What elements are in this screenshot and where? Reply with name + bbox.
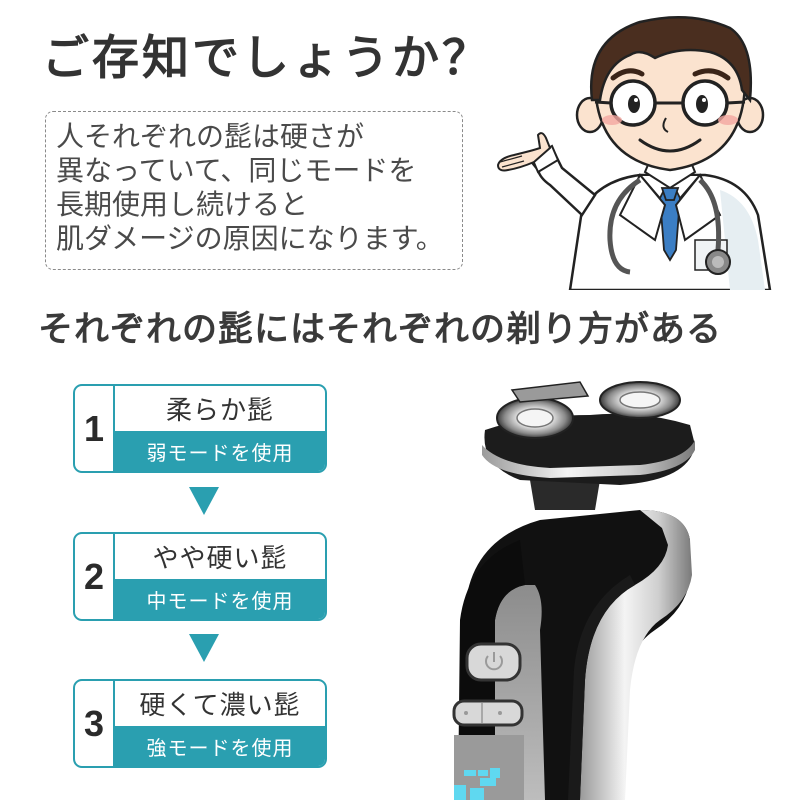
beard-type-label: やや硬い髭 bbox=[152, 544, 288, 574]
doctor-illustration bbox=[496, 15, 772, 290]
page-title: ご存知でしょうか？ bbox=[42, 31, 492, 86]
step-number: 3 bbox=[75, 681, 115, 766]
mode-label: 強モードを使用 bbox=[115, 726, 325, 766]
electric-shaver-image bbox=[452, 381, 695, 800]
beard-type-label: 柔らか髭 bbox=[165, 396, 274, 426]
info-callout-box: 人それぞれの髭は硬さが 異なっていて、同じモードを 長期使用し続けると 肌ダメー… bbox=[45, 111, 463, 270]
down-arrow-icon bbox=[189, 487, 219, 515]
mode-step-1: 1 柔らか髭 弱モードを使用 bbox=[73, 384, 327, 473]
info-line: 肌ダメージの原因になります。 bbox=[56, 222, 444, 255]
down-arrow-icon bbox=[189, 634, 219, 662]
section-subtitle: それぞれの髭にはそれぞれの剃り方がある bbox=[38, 310, 723, 350]
mode-step-2: 2 やや硬い髭 中モードを使用 bbox=[73, 532, 327, 621]
info-line: 異なっていて、同じモードを bbox=[56, 154, 417, 187]
mode-label: 中モードを使用 bbox=[115, 579, 325, 619]
mode-label: 弱モードを使用 bbox=[115, 431, 325, 471]
step-number: 1 bbox=[75, 386, 115, 471]
info-line: 長期使用し続けると bbox=[56, 188, 309, 221]
info-line: 人それぞれの髭は硬さが bbox=[56, 120, 365, 153]
beard-type-label: 硬くて濃い髭 bbox=[139, 691, 301, 721]
step-number: 2 bbox=[75, 534, 115, 619]
mode-step-3: 3 硬くて濃い髭 強モードを使用 bbox=[73, 679, 327, 768]
